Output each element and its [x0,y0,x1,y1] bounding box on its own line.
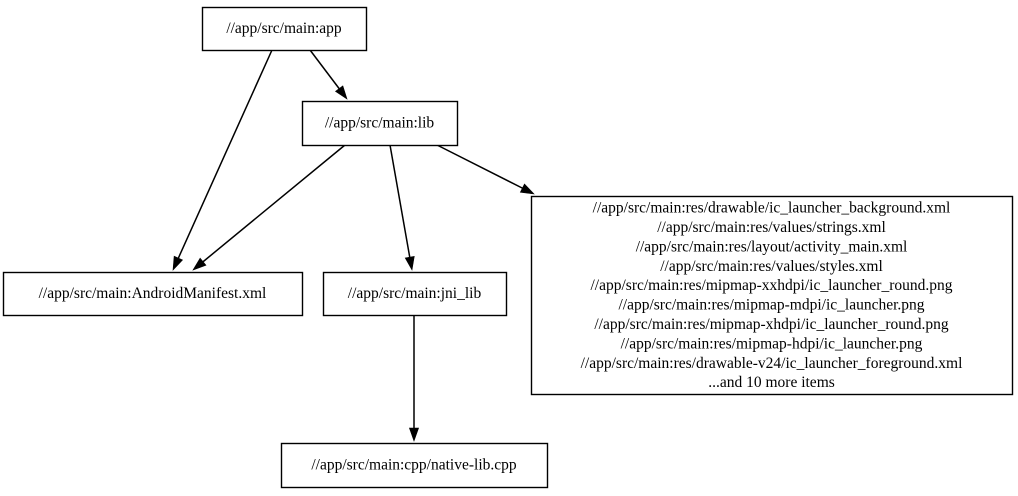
edge-arrowhead [404,256,415,271]
cluster-item-2: //app/src/main:res/layout/activity_main.… [636,238,908,255]
cluster-item-6: //app/src/main:res/mipmap-xhdpi/ic_launc… [594,316,949,333]
node-label: //app/src/main:app [226,20,342,37]
cluster-item-7: //app/src/main:res/mipmap-hdpi/ic_launch… [621,335,923,352]
node-resources[interactable]: //app/src/main:res/drawable/ic_launcher_… [530,195,1014,396]
edge-line [389,144,411,258]
node-app[interactable]: //app/src/main:app [201,6,368,52]
cluster-item-5: //app/src/main:res/mipmap-mdpi/ic_launch… [618,297,924,314]
node-label: //app/src/main:lib [325,115,435,132]
node-box[interactable] [301,100,459,147]
node-native_lib[interactable]: //app/src/main:cpp/native-lib.cpp [280,442,549,489]
node-jni_lib[interactable]: //app/src/main:jni_lib [322,271,508,317]
edge-arrowhead [408,427,420,442]
node-manifest[interactable]: //app/src/main:AndroidManifest.xml [2,271,304,317]
edge-lib-to-manifest [192,144,346,271]
edge-line [177,49,273,259]
edge-arrowhead [519,183,535,195]
cluster-item-3: //app/src/main:res/values/styles.xml [660,258,883,275]
edge-line [202,144,346,263]
cluster-item-1: //app/src/main:res/values/strings.xml [657,219,886,236]
edge-arrowhead [192,257,207,271]
edge-arrowhead [172,255,184,271]
edges-layer [172,49,535,442]
edge-lib-to-jni-lib [389,144,415,271]
node-box[interactable] [2,271,304,317]
edge-app-to-lib [309,49,348,100]
node-box[interactable] [201,6,368,52]
cluster-item-8: //app/src/main:res/drawable-v24/ic_launc… [581,355,963,372]
edge-line [309,49,340,90]
cluster-item-0: //app/src/main:res/drawable/ic_launcher_… [593,200,951,217]
node-label: //app/src/main:jni_lib [348,285,482,302]
edge-jni-lib-to-native-lib [408,315,420,442]
node-label: //app/src/main:AndroidManifest.xml [39,285,267,302]
edge-arrowhead [334,85,348,100]
cluster-item-4: //app/src/main:res/mipmap-xxhdpi/ic_laun… [590,277,952,294]
nodes-layer: //app/src/main:app //app/src/main:lib //ap… [2,6,1014,489]
edge-line [436,144,523,189]
node-label: //app/src/main:cpp/native-lib.cpp [311,457,517,474]
node-box[interactable] [530,195,1014,396]
edge-app-to-manifest [172,49,273,271]
node-box[interactable] [322,271,508,317]
node-box[interactable] [280,442,549,489]
edge-lib-to-resources [436,144,535,195]
cluster-item-9: ...and 10 more items [708,374,835,391]
node-lib[interactable]: //app/src/main:lib [301,100,459,147]
